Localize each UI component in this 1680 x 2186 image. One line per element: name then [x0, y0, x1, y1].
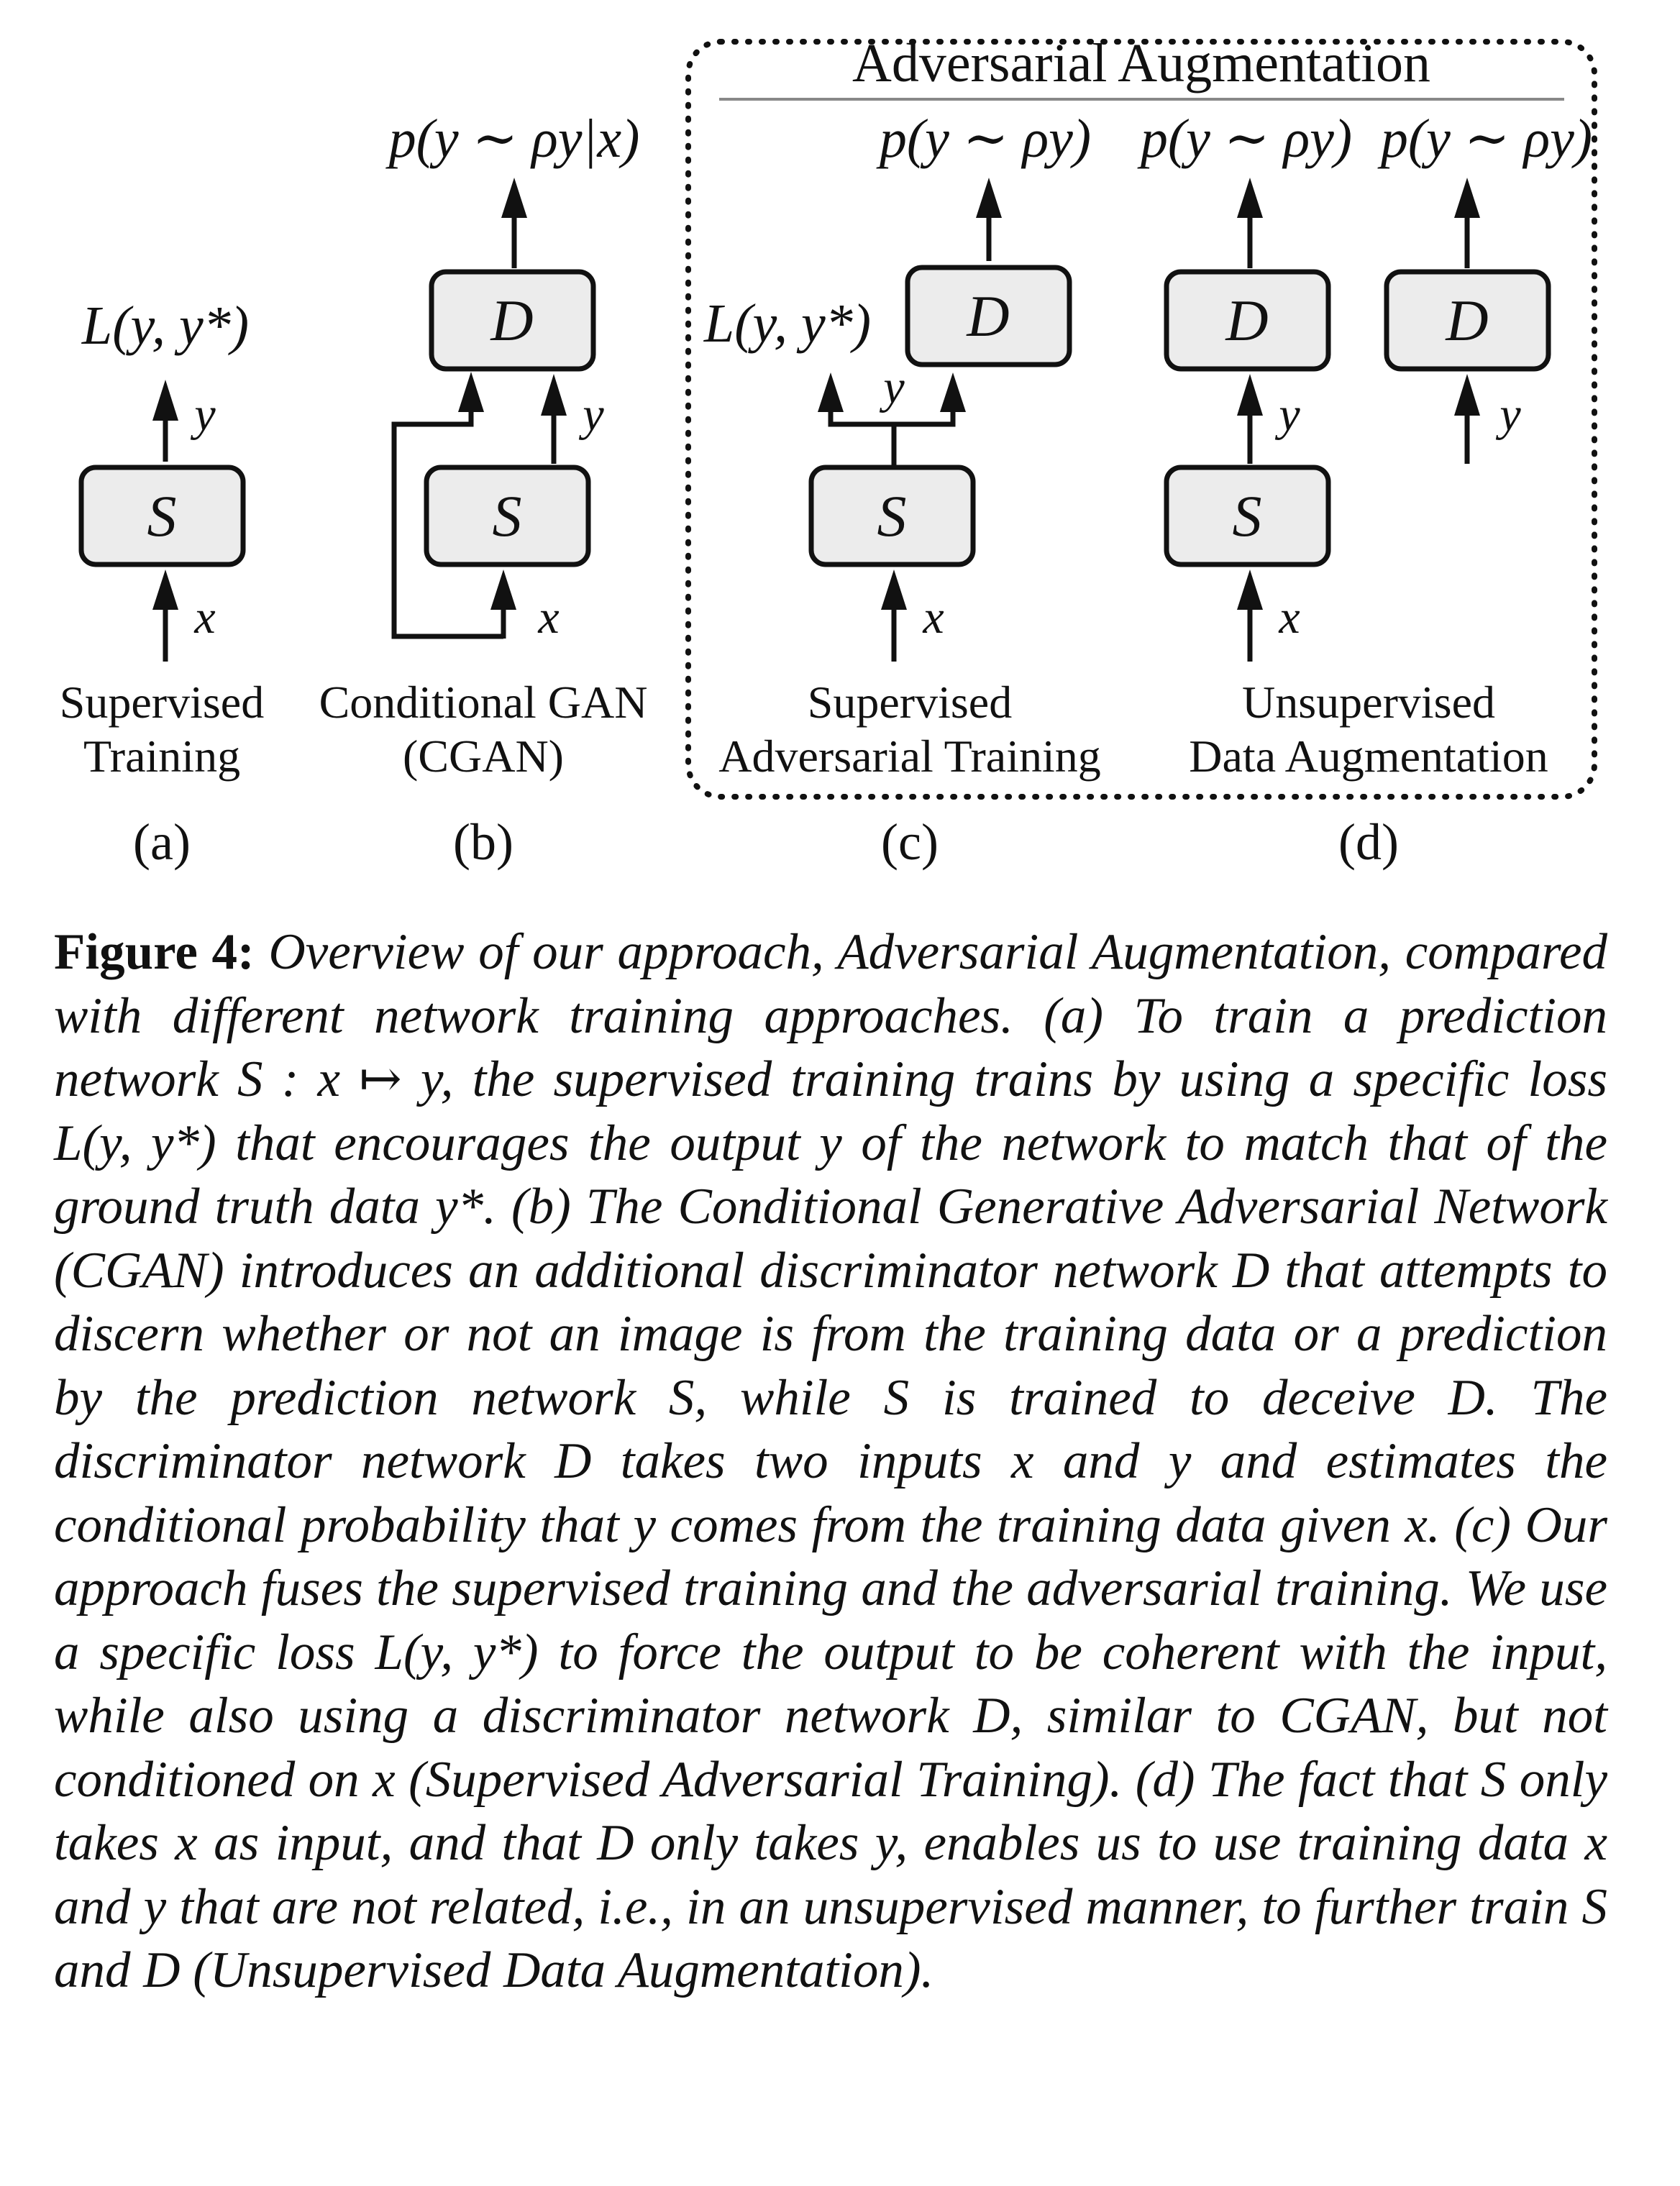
panel-d-d-box-2	[1384, 269, 1551, 372]
panel-c-letter: (c)	[881, 813, 939, 871]
arrow-c-to-d	[940, 372, 966, 412]
panel-b-d-box	[429, 269, 596, 372]
panel-c-name-1: Supervised	[808, 677, 1012, 728]
panel-a-name-2: Training	[83, 731, 240, 782]
panel-a-s-box	[78, 465, 246, 567]
panel-d-d-box-1	[1164, 269, 1331, 372]
panel-b-name-2: (CGAN)	[403, 731, 564, 782]
panel-d-output-prob-1: p(y ∼ ρy)	[1137, 109, 1352, 169]
panel-d-output-prob-2: p(y ∼ ρy)	[1377, 109, 1592, 169]
figure-label: Figure 4:	[54, 924, 255, 980]
arrow-a-in	[152, 570, 178, 610]
panel-d-letter: (d)	[1338, 813, 1399, 871]
panel-b-x-bypass	[391, 410, 503, 639]
panel-b-letter: (b)	[453, 813, 513, 871]
panel-c-s-box	[808, 465, 976, 567]
arrow-b-in	[490, 570, 516, 610]
arrow-b-x-to-d	[458, 372, 484, 412]
arrow-d-in	[1237, 570, 1263, 610]
panel-a-y-label: y	[190, 388, 216, 441]
panel-d-name-1: Unsupervised	[1242, 677, 1495, 728]
adversarial-augmentation-frame	[685, 39, 1597, 800]
panel-b: p(y ∼ ρy|x) D y S x Conditional GAN (CGA…	[319, 109, 648, 871]
arrow-c-in	[881, 570, 907, 610]
panel-a-output: L(y, y*)	[81, 296, 249, 356]
panel-c-d-box	[905, 265, 1072, 367]
panel-d-x-label: x	[1278, 591, 1300, 644]
panel-c-y-label: y	[879, 361, 905, 413]
panel-d-y-label-1: y	[1274, 388, 1300, 441]
panel-d-d-label-2: D	[1445, 288, 1488, 353]
panel-c-x-label: x	[922, 591, 944, 644]
arrow-c-to-loss	[818, 372, 844, 412]
panel-a-x-label: x	[193, 591, 215, 644]
panel-d-name-2: Data Augmentation	[1189, 731, 1548, 782]
arrow-d2-y-to-d	[1454, 374, 1480, 416]
group-title: Adversarial Augmentation	[852, 33, 1430, 93]
panel-c-s-label: S	[877, 483, 907, 549]
panel-b-d-label: D	[490, 288, 533, 353]
panel-b-name-1: Conditional GAN	[319, 677, 648, 728]
arrow-c-out	[976, 178, 1002, 218]
arrow-b-y-to-d	[541, 374, 567, 416]
panel-a-letter: (a)	[133, 813, 191, 871]
panel-a: L(y, y*) y S x Supervised Training (a)	[60, 296, 264, 871]
panel-d-d-label-1: D	[1225, 288, 1268, 353]
figure-diagram: Adversarial Augmentation L(y, y*) y S x …	[60, 33, 1597, 871]
panel-c-output-loss: L(y, y*)	[703, 293, 871, 354]
arrow-d1-y-to-d	[1237, 374, 1263, 416]
arrow-a-out	[152, 380, 178, 421]
panel-d: p(y ∼ ρy) D y S x p(y ∼ ρy) D y Unsuperv…	[1137, 109, 1592, 871]
arrow-b-out	[501, 178, 527, 218]
panel-c-d-label: D	[966, 283, 1009, 349]
panel-c: p(y ∼ ρy) D L(y, y*) y S x Supervised Ad…	[703, 109, 1101, 871]
panel-d-y-label-2: y	[1495, 388, 1521, 441]
panel-d-s-label: S	[1233, 483, 1262, 549]
figure-caption: Figure 4: Overview of our approach, Adve…	[54, 920, 1607, 2003]
panel-d-s-box	[1164, 465, 1331, 567]
caption-text: Overview of our approach, Adversarial Au…	[54, 924, 1607, 1998]
panel-b-output: p(y ∼ ρy|x)	[385, 109, 640, 169]
arrow-d1-out	[1237, 178, 1263, 218]
panel-b-s-label: S	[493, 483, 522, 549]
panel-c-output-prob: p(y ∼ ρy)	[876, 109, 1091, 169]
panel-b-y-label: y	[578, 388, 604, 441]
panel-b-x-label: x	[537, 591, 559, 644]
panel-b-s-box	[424, 465, 591, 567]
panel-a-name-1: Supervised	[60, 677, 264, 728]
arrow-d2-out	[1454, 178, 1480, 218]
panel-a-s-label: S	[147, 483, 177, 549]
panel-c-name-2: Adversarial Training	[718, 731, 1101, 782]
